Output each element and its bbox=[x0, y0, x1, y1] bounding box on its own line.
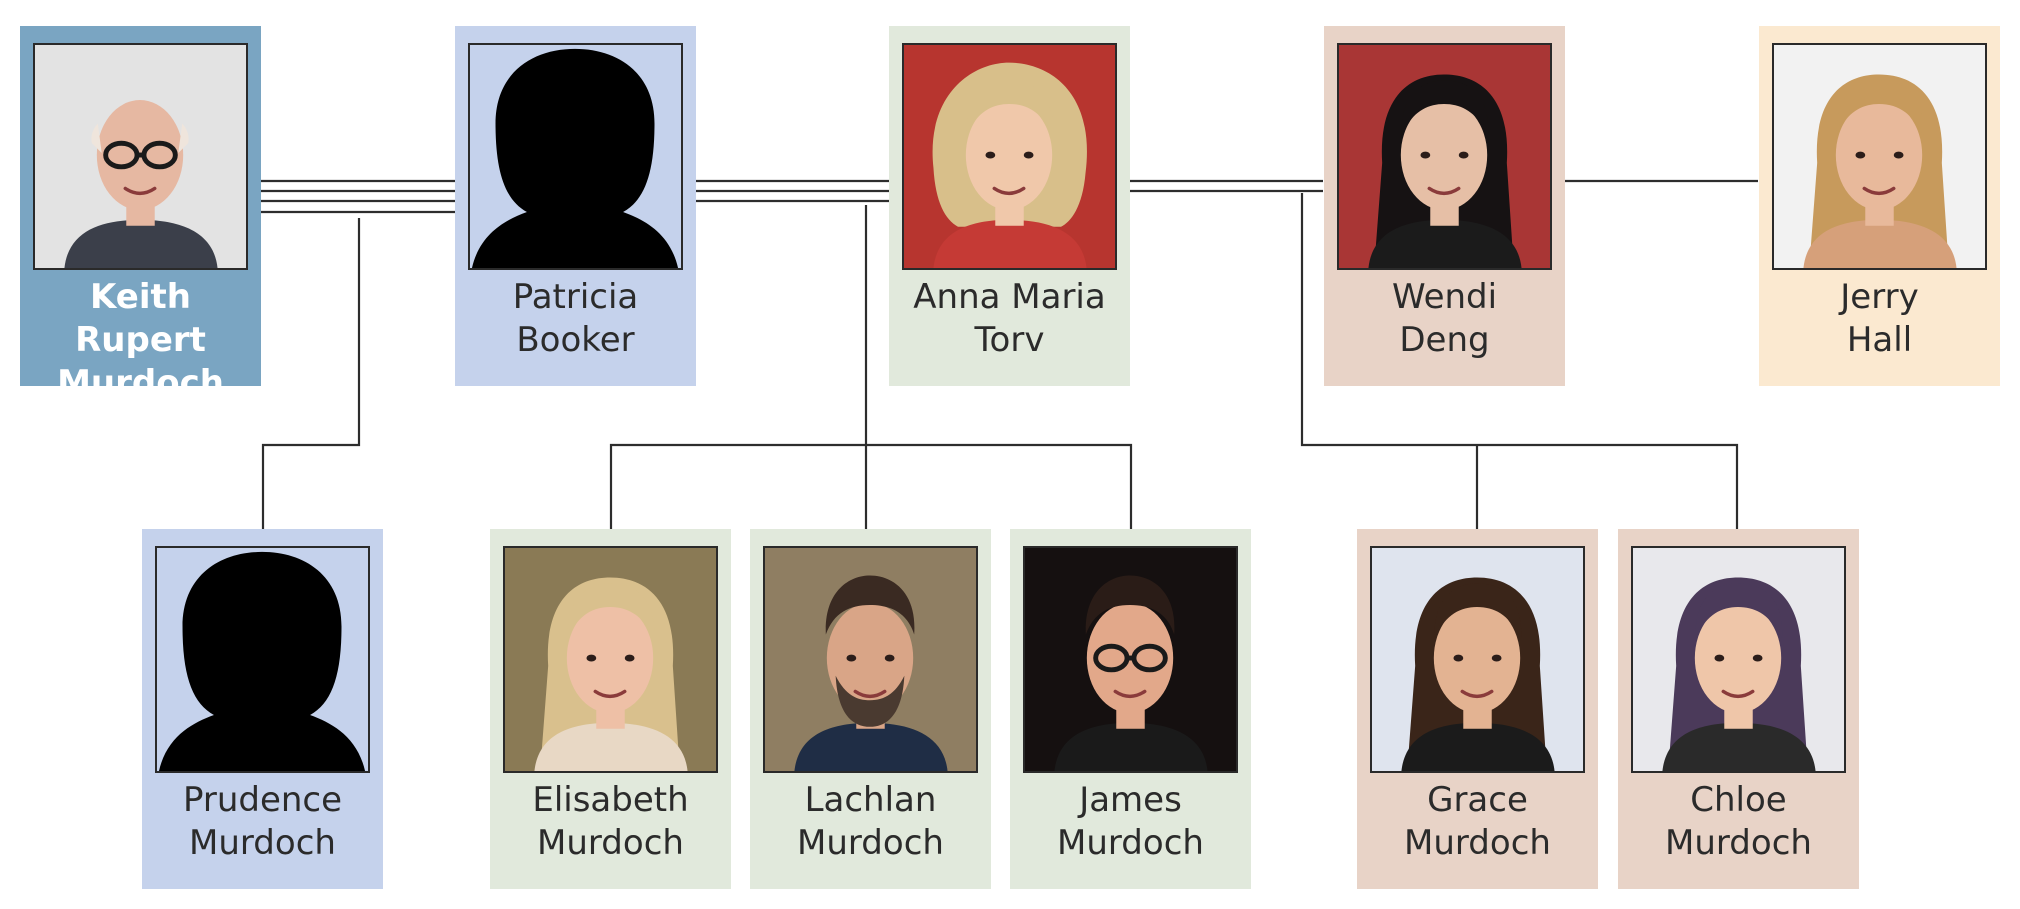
child-line-anna-span bbox=[609, 443, 1133, 530]
portrait-photo bbox=[1023, 546, 1238, 773]
person-card-elisabeth-murdoch: Elisabeth Murdoch bbox=[490, 529, 731, 889]
person-card-lachlan-murdoch: Lachlan Murdoch bbox=[750, 529, 991, 889]
person-name: Grace Murdoch bbox=[1404, 780, 1551, 863]
person-name: James Murdoch bbox=[1057, 780, 1204, 863]
person-card-patricia-booker: Patricia Booker bbox=[455, 26, 696, 386]
person-name: Patricia Booker bbox=[512, 277, 639, 360]
person-name: Jerry Hall bbox=[1840, 277, 1919, 360]
silhouette-placeholder bbox=[468, 43, 683, 270]
person-name: Elisabeth Murdoch bbox=[532, 780, 689, 863]
person-name: Keith Rupert Murdoch bbox=[57, 277, 224, 403]
person-card-grace-murdoch: Grace Murdoch bbox=[1357, 529, 1598, 889]
person-name: Chloe Murdoch bbox=[1665, 780, 1812, 863]
person-card-anna-maria-torv: Anna Maria Torv bbox=[889, 26, 1130, 386]
person-name: Anna Maria Torv bbox=[913, 277, 1106, 360]
portrait-photo bbox=[503, 546, 718, 773]
portrait-photo bbox=[1337, 43, 1552, 270]
child-line-wendi bbox=[1300, 193, 1739, 530]
person-card-james-murdoch: James Murdoch bbox=[1010, 529, 1251, 889]
person-name: Lachlan Murdoch bbox=[797, 780, 944, 863]
child-line-prudence bbox=[261, 218, 361, 530]
portrait-photo bbox=[1772, 43, 1987, 270]
portrait-photo bbox=[902, 43, 1117, 270]
person-card-chloe-murdoch: Chloe Murdoch bbox=[1618, 529, 1859, 889]
person-card-wendi-deng: Wendi Deng bbox=[1324, 26, 1565, 386]
person-card-jerry-hall: Jerry Hall bbox=[1759, 26, 2000, 386]
portrait-photo bbox=[1370, 546, 1585, 773]
person-card-prudence-murdoch: Prudence Murdoch bbox=[142, 529, 383, 889]
person-card-keith-rupert-murdoch: Keith Rupert Murdoch bbox=[20, 26, 261, 403]
portrait-photo bbox=[763, 546, 978, 773]
person-name: Wendi Deng bbox=[1391, 277, 1498, 360]
silhouette-placeholder bbox=[155, 546, 370, 773]
person-name: Prudence Murdoch bbox=[182, 780, 343, 863]
portrait-photo bbox=[33, 43, 248, 270]
portrait-photo bbox=[1631, 546, 1846, 773]
